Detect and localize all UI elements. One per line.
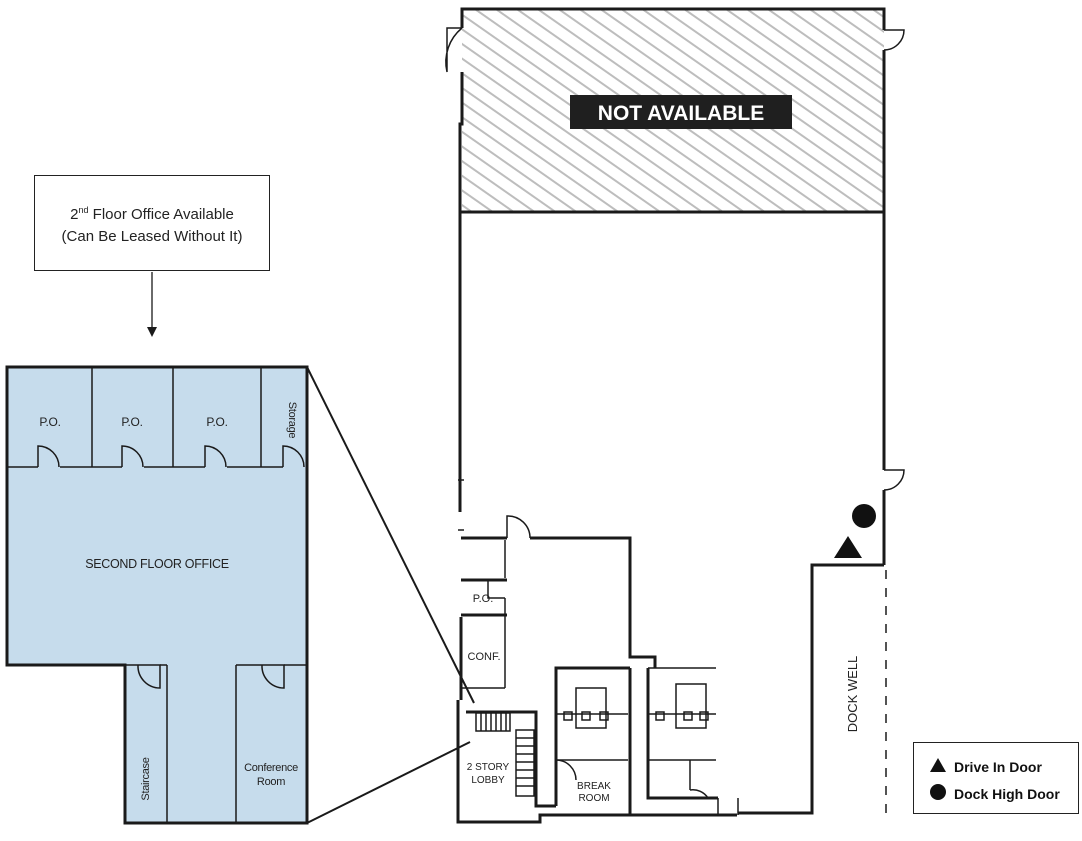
main-floor-interior-walls (445, 27, 905, 815)
legend-row-drive-in: Drive In Door (930, 753, 1078, 780)
legend-row-dock-high: Dock High Door (930, 780, 1078, 807)
legend-drive-in-label: Drive In Door (954, 758, 1042, 775)
second-floor-outline (5, 365, 309, 825)
room-label-po-3: P.O. (206, 415, 227, 429)
room-label-staircase: Staircase (140, 757, 152, 800)
drive-in-door-marker (834, 536, 862, 558)
main-floor-plan: NOT AVAILABLE (445, 7, 905, 824)
second-floor-title: SECOND FLOOR OFFICE (85, 557, 229, 571)
main-room-label-lobby-2: LOBBY (471, 775, 505, 786)
circle-icon (930, 784, 946, 800)
room-label-po-1: P.O. (39, 415, 60, 429)
callout-line-1: 2nd Floor Office Available (70, 204, 234, 223)
room-label-conference-2: Room (257, 776, 285, 788)
second-floor-walls (7, 367, 307, 823)
main-room-label-po: P.O. (473, 593, 494, 605)
room-label-conference-1: Conference (244, 762, 298, 774)
legend: Drive In Door Dock High Door (913, 742, 1079, 814)
not-available-banner (570, 95, 792, 129)
callout-arrow (147, 272, 157, 337)
main-room-label-break-2: ROOM (578, 793, 609, 804)
callout-line-2: (Can Be Leased Without It) (61, 227, 243, 245)
room-label-po-2: P.O. (121, 415, 142, 429)
dock-well-label: DOCK WELL (845, 656, 860, 733)
not-available-label: NOT AVAILABLE (598, 102, 764, 125)
room-label-storage: Storage (286, 402, 298, 439)
dock-high-door-marker (852, 504, 876, 528)
triangle-icon (930, 758, 946, 772)
main-room-label-break-1: BREAK (577, 781, 611, 792)
main-room-label-conf: CONF. (468, 651, 501, 663)
legend-dock-high-label: Dock High Door (954, 785, 1060, 802)
second-floor-office: P.O. P.O. P.O. Storage SECOND FLOOR OFFI… (5, 365, 309, 825)
main-room-label-lobby-1: 2 STORY (467, 762, 510, 773)
zoom-leader-lines (306, 366, 475, 824)
main-floor-walls (456, 7, 886, 824)
second-floor-callout: 2nd Floor Office Available (Can Be Lease… (34, 175, 270, 271)
